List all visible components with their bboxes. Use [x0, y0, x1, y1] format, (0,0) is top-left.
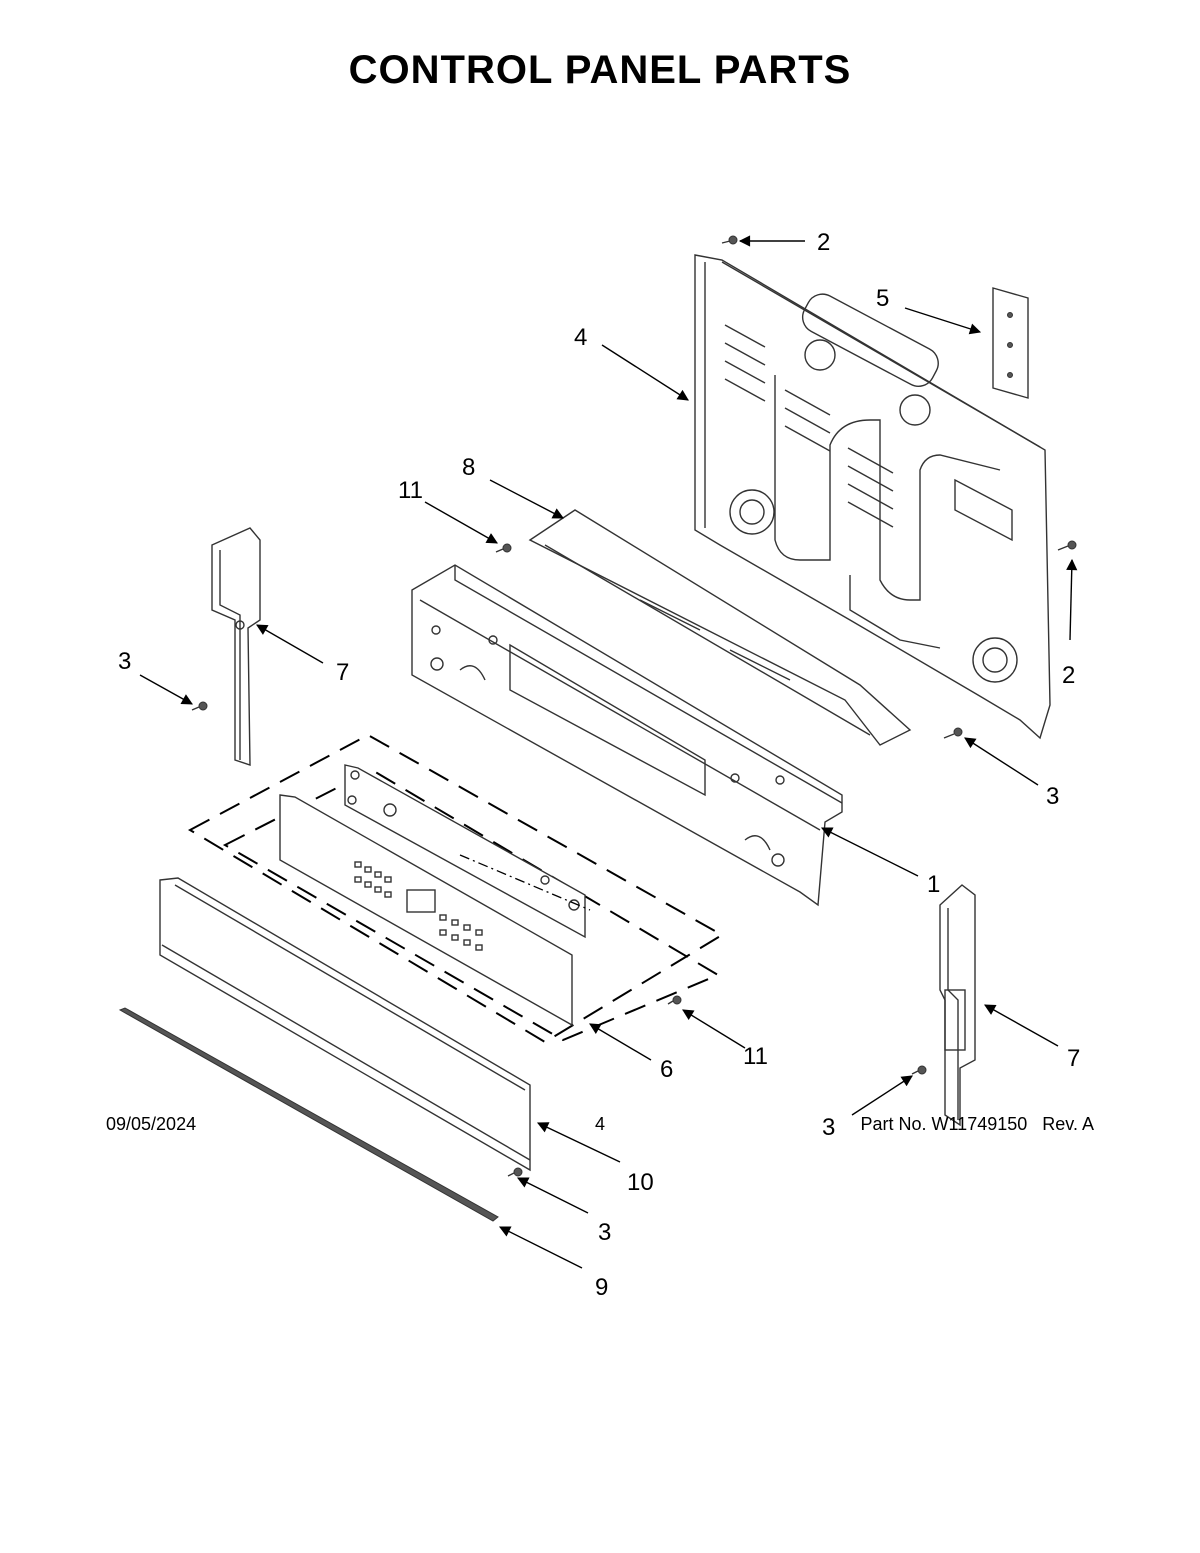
vent-slots-left — [724, 324, 894, 528]
screw-right-2 — [1057, 540, 1077, 551]
part-8-trim-strip — [528, 509, 912, 746]
footer-page-number: 4 — [594, 1114, 605, 1134]
callout-11-upper: 11 — [398, 477, 423, 504]
footer-part-number: Part No. W11749150 Rev. A — [860, 1114, 1094, 1135]
callout-11-lower: 11 — [743, 1043, 768, 1070]
rev-label: Rev. — [1042, 1114, 1078, 1134]
rev-value: A — [1081, 1114, 1094, 1134]
part-5-bracket — [992, 287, 1029, 399]
leader-arrows — [139, 235, 1078, 1269]
callout-3-right: 3 — [1046, 783, 1059, 810]
callout-5: 5 — [876, 285, 889, 312]
callout-10: 10 — [627, 1169, 654, 1196]
page-title: CONTROL PANEL PARTS — [348, 48, 852, 92]
part-4-rear-panel — [694, 254, 1051, 740]
part-10-front-trim — [159, 877, 531, 1172]
part-6-ui-assembly — [187, 733, 724, 1044]
screw-right-3 — [943, 727, 963, 739]
screws — [191, 235, 1077, 1177]
callout-6: 6 — [660, 1056, 673, 1083]
callout-9: 9 — [595, 1274, 608, 1301]
callout-3-left: 3 — [118, 648, 131, 675]
part-9-gasket — [118, 1007, 499, 1222]
screw-trim-3 — [507, 1167, 523, 1177]
part-label: Part No. — [860, 1114, 927, 1134]
screw-right-lower-3 — [911, 1065, 927, 1075]
callout-1: 1 — [927, 871, 940, 898]
callout-8: 8 — [462, 454, 475, 481]
screw-top-2 — [721, 235, 738, 245]
callout-7-right: 7 — [1067, 1045, 1080, 1072]
keypad-buttons — [354, 861, 483, 951]
callout-4: 4 — [574, 324, 587, 351]
part-7-right-bracket — [939, 884, 976, 1127]
footer-date: 09/05/2024 — [106, 1114, 197, 1134]
screw-lower-11 — [667, 995, 682, 1005]
callout-3-lower-right: 3 — [822, 1114, 835, 1141]
callout-labels: 2 5 4 8 11 3 7 2 3 1 7 11 6 3 10 3 9 — [118, 229, 1080, 1301]
callout-2-top: 2 — [817, 229, 830, 256]
part-number: W11749150 — [931, 1114, 1028, 1134]
screw-left-3 — [191, 701, 208, 711]
callout-7-left: 7 — [336, 659, 349, 686]
callout-3-lower: 3 — [598, 1219, 611, 1246]
callout-2-right: 2 — [1062, 662, 1075, 689]
part-7-left-bracket — [211, 527, 261, 766]
part-1-control-housing — [411, 564, 843, 907]
screw-center-11 — [495, 543, 512, 553]
